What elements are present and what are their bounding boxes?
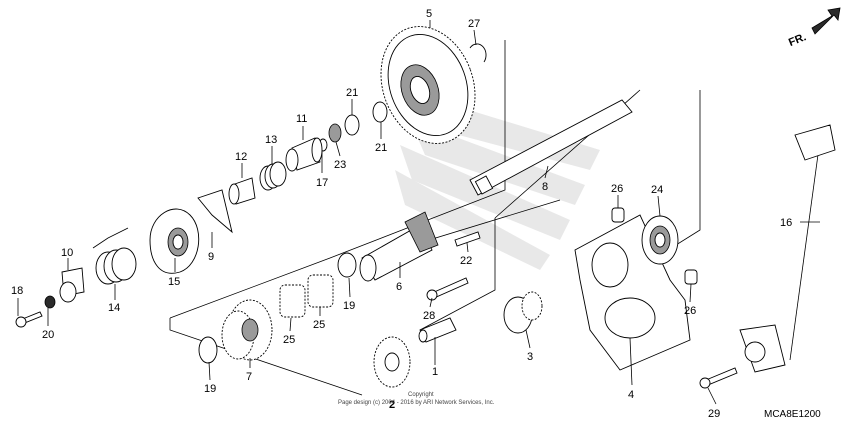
bearing-25a	[279, 284, 306, 318]
spring-14	[92, 227, 137, 285]
callout-5: 5	[426, 8, 432, 20]
callout-18: 18	[11, 285, 23, 297]
collar-12	[228, 177, 256, 205]
direction-label: FR.	[787, 31, 808, 49]
gear-3	[503, 291, 543, 334]
washer-20	[44, 295, 56, 309]
collar-11	[285, 137, 323, 172]
callout-1: 1	[432, 366, 438, 378]
callout-9: 9	[208, 251, 214, 263]
bearing-24	[641, 215, 679, 265]
callout-7: 7	[246, 371, 252, 383]
housing-15	[149, 208, 200, 274]
callout-6: 6	[396, 281, 402, 293]
dowel-26a	[611, 207, 625, 223]
bolt-18	[15, 311, 43, 328]
leader-lines	[17, 20, 820, 405]
callout-24: 24	[651, 184, 663, 196]
callout-4: 4	[628, 389, 634, 401]
callout-14: 14	[108, 302, 120, 314]
bolt-28	[426, 277, 469, 301]
rod-16	[739, 124, 836, 373]
callout-8: 8	[542, 181, 548, 193]
callout-2: 2	[389, 399, 395, 411]
gear-2	[373, 336, 411, 388]
callout-10: 10	[61, 247, 73, 259]
bracket-4	[574, 214, 691, 371]
callout-25b: 25	[313, 319, 325, 331]
callout-25a: 25	[283, 334, 295, 346]
plate-9	[197, 189, 233, 234]
washer-21b	[344, 114, 360, 136]
callout-12: 12	[235, 151, 247, 163]
callout-19b: 19	[204, 383, 216, 395]
bearing-25b	[307, 274, 334, 308]
front-direction-arrow	[811, 7, 841, 35]
pin-1	[418, 317, 457, 343]
washer-21a	[372, 101, 388, 123]
callout-26a: 26	[611, 183, 623, 195]
gear-7	[221, 299, 273, 361]
pin-22	[454, 231, 481, 247]
gear-5	[380, 26, 476, 144]
callout-15: 15	[168, 276, 180, 288]
callout-28: 28	[423, 310, 435, 322]
bearing-23	[328, 123, 342, 143]
copyright-line-1: Copyright	[408, 392, 434, 398]
callout-20: 20	[42, 329, 54, 341]
callout-21a: 21	[346, 87, 358, 99]
callout-22: 22	[460, 255, 472, 267]
dowel-26b	[684, 269, 698, 285]
callout-21b: 21	[375, 142, 387, 154]
callout-23: 23	[334, 159, 346, 171]
shaft-6	[359, 211, 439, 282]
callout-11: 11	[296, 113, 307, 125]
callout-13: 13	[265, 134, 277, 146]
callout-26b: 26	[684, 305, 696, 317]
callouts: 1 2 3 4 5 6 7 8 9 10 11 12 13 14 15 16 1…	[11, 8, 792, 420]
washer-19b	[198, 336, 218, 364]
washer-19a	[337, 252, 357, 278]
shaft-8	[469, 99, 633, 196]
callout-3: 3	[527, 351, 533, 363]
callout-19a: 19	[343, 300, 355, 312]
cap-10	[59, 267, 85, 303]
callout-16: 16	[780, 217, 792, 229]
callout-27: 27	[468, 18, 480, 30]
diagram-code: MCA8E1200	[764, 409, 821, 420]
spring-13	[259, 161, 287, 191]
callout-29: 29	[708, 408, 720, 420]
bolt-29	[699, 367, 738, 389]
copyright-line-2: Page design (c) 2004 - 2016 by ARI Netwo…	[338, 400, 495, 406]
circlip-27	[469, 43, 487, 63]
callout-17: 17	[316, 177, 328, 189]
